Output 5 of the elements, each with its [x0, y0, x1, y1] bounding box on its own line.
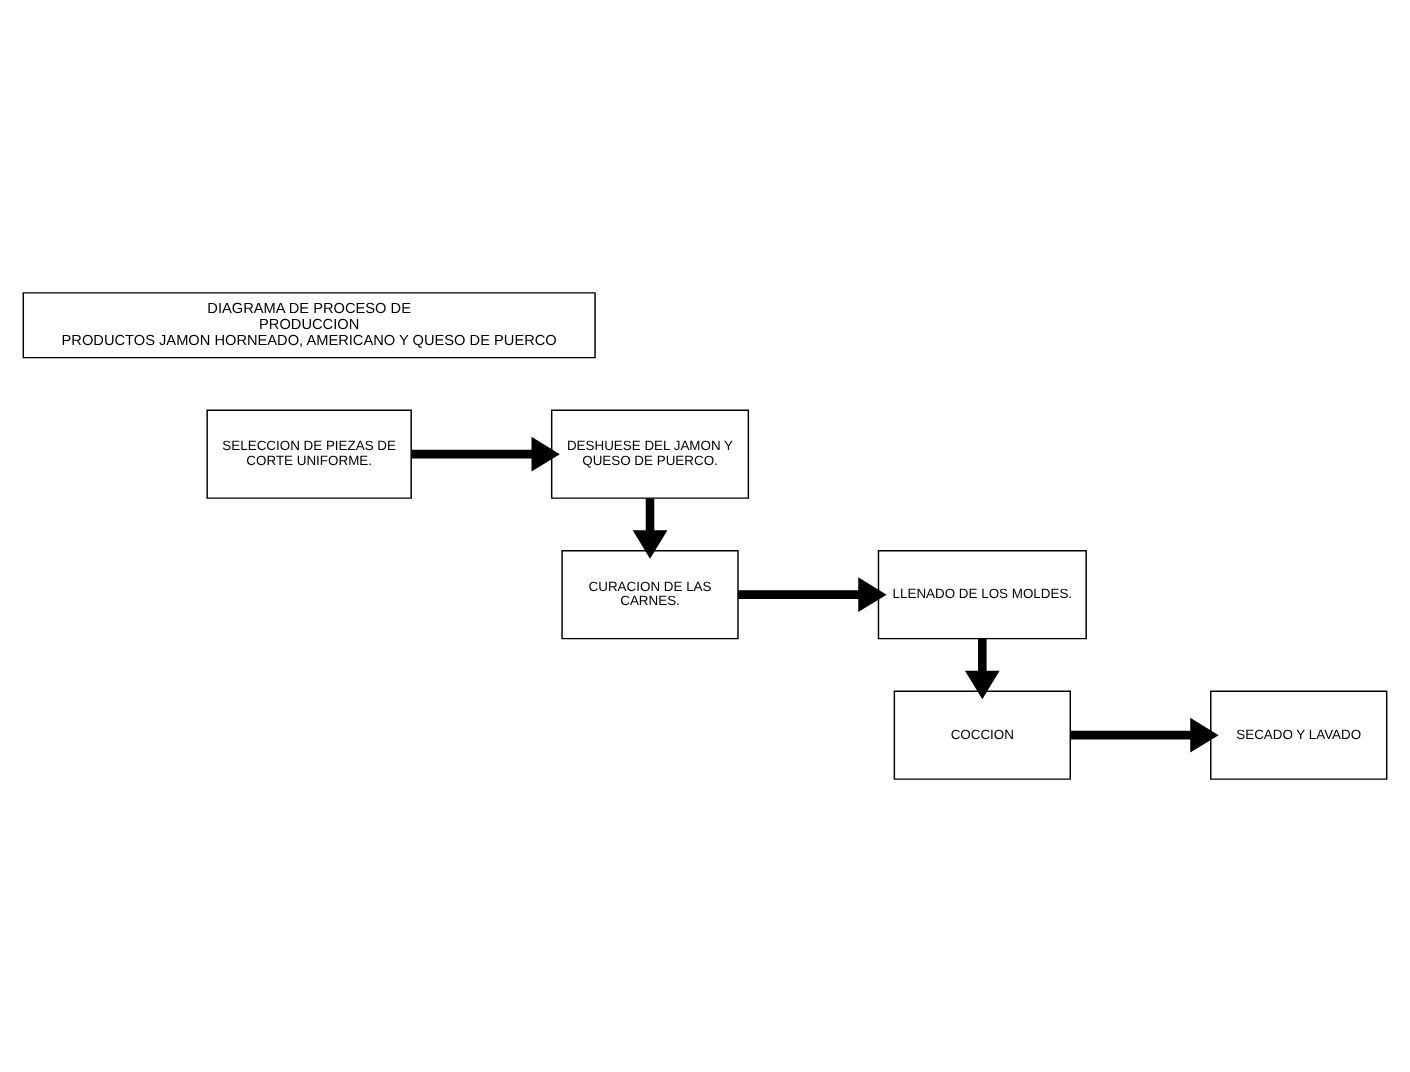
arrow — [964, 638, 1000, 700]
arrow — [738, 577, 887, 612]
arrow — [632, 498, 668, 559]
arrow — [1070, 717, 1219, 753]
arrow — [411, 436, 560, 472]
